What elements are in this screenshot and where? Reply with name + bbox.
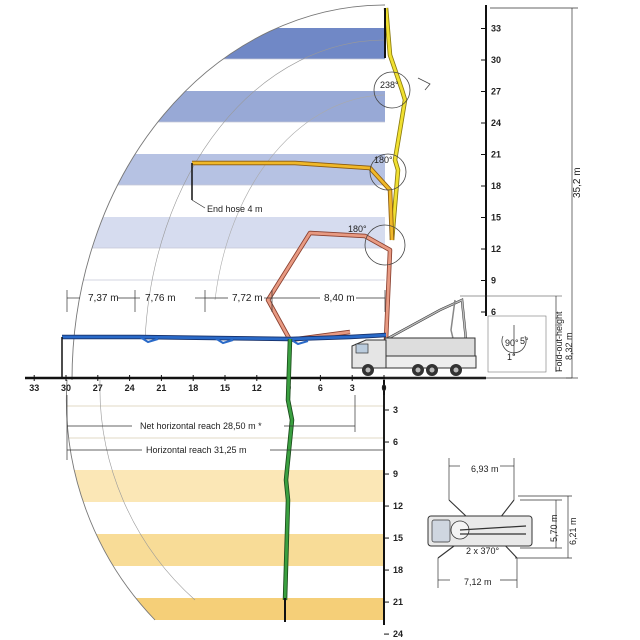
reach-tick-label: 6: [318, 383, 323, 393]
reach-segment-4: 8,40 m: [324, 293, 355, 304]
angle-5: 5°: [520, 336, 529, 346]
reach-tick-label: 33: [29, 383, 39, 393]
fold-out-height-dimension: Fold-out-height 8,32 m: [460, 295, 574, 372]
reach-tick-label: 27: [93, 383, 103, 393]
band-24-27: [72, 91, 385, 122]
depth-tick-label: 6: [393, 437, 398, 447]
net-horizontal-reach: Net horizontal reach 28,50 m *: [140, 421, 262, 431]
inner-reach-arc-2: [214, 94, 386, 301]
reach-dimensions: Net horizontal reach 28,50 m * Horizonta…: [66, 395, 385, 460]
depth-tick-label: 3: [393, 405, 398, 415]
reach-tick-label: 18: [188, 383, 198, 393]
angle-1: 1°: [507, 352, 516, 362]
reach-segment-2: 7,76 m: [145, 293, 176, 304]
height-tick-label: 9: [491, 276, 496, 286]
height-tick-label: 15: [491, 213, 501, 223]
height-tick-label: 18: [491, 181, 501, 191]
slew-angle: 2 x 370°: [466, 546, 500, 556]
horizontal-reach: Horizontal reach 31,25 m: [146, 445, 247, 455]
reach-tick-label: 0: [381, 383, 386, 393]
reach-tick-label: 24: [125, 383, 135, 393]
reach-tick-label: 3: [350, 383, 355, 393]
depth-axis-ticks: 3 6 9 12 15 18 21 24: [384, 405, 403, 639]
angle-markers: 238° 180° 180°: [348, 71, 431, 266]
angle-90: 90°: [505, 338, 519, 348]
outrigger-front-width: 6,93 m: [471, 464, 499, 474]
angle-238: 238°: [380, 80, 399, 90]
end-hose-callout: End hose 4 m: [191, 199, 263, 214]
depth-tick-label: 9: [393, 469, 398, 479]
boom-salmon-folded: [265, 230, 393, 343]
lower-envelope: 3 6 9 12 15 18 21 24: [65, 379, 403, 639]
height-tick-label: 33: [491, 24, 501, 34]
depth-tick-label: 18: [393, 565, 403, 575]
depth-tick-label: 15: [393, 533, 403, 543]
boom-orange-horizontal: [191, 160, 395, 241]
reach-tick-label: 21: [156, 383, 166, 393]
height-tick-label: 21: [491, 150, 501, 160]
upper-height-bands: [72, 28, 385, 281]
lower-inner-arc: [99, 379, 196, 601]
angle-180-lower: 180°: [348, 224, 367, 234]
reach-tick-label: 12: [252, 383, 262, 393]
truck-side-view: [351, 298, 477, 376]
band-12-15: [72, 217, 385, 248]
band-18-21: [72, 154, 385, 185]
band-depth-21-24: [66, 598, 386, 620]
outer-reach-arc: [71, 4, 386, 381]
total-height-value: 35,2 m: [572, 167, 583, 198]
lower-depth-bands: [66, 405, 386, 620]
tilt-angle-box: 90° 5° 1°: [487, 315, 547, 373]
total-height-dimension: 35,2 m: [490, 7, 583, 379]
outrigger-top-view: 6,93 m 7,12 m 2 x 370° 5,70 m 6,21 m: [427, 458, 578, 588]
reach-tick-label: 15: [220, 383, 230, 393]
lower-grid-lines: [66, 405, 386, 439]
band-depth-9-12: [66, 470, 386, 502]
height-tick-label: 6: [491, 307, 496, 317]
inner-reach-arc-1: [144, 39, 386, 341]
boom-yellow-vertical: [383, 7, 408, 241]
depth-tick-label: 21: [393, 597, 403, 607]
height-axis-ticks: 33 30 27 24 21 18 15 12 9 6: [481, 24, 501, 317]
height-tick-label: 12: [491, 244, 501, 254]
outrigger-length-inner: 5,70 m: [549, 514, 559, 542]
fold-out-height-label: Fold-out-height: [554, 311, 564, 372]
boom-blue-horizontal: [61, 332, 387, 378]
upper-envelope: 33 30 27 24 21 18 15 12 9 6: [71, 4, 501, 381]
reach-segments: 7,37 m 7,76 m 7,72 m 8,40 m: [66, 290, 386, 312]
fold-out-height-value: 8,32 m: [564, 332, 574, 360]
height-tick-label: 24: [491, 118, 501, 128]
height-tick-label: 30: [491, 55, 501, 65]
outrigger-length-outer: 6,21 m: [568, 517, 578, 545]
band-depth-15-18: [66, 534, 386, 566]
band-30-33: [72, 28, 385, 59]
depth-tick-label: 12: [393, 501, 403, 511]
reach-tick-label: 30: [61, 383, 71, 393]
height-tick-label: 27: [491, 87, 501, 97]
angle-180-upper: 180°: [374, 155, 393, 165]
outrigger-rear-width: 7,12 m: [464, 577, 492, 587]
depth-tick-label: 24: [393, 629, 403, 639]
reach-segment-1: 7,37 m: [88, 293, 119, 304]
reach-segment-3: 7,72 m: [232, 293, 263, 304]
end-hose-label: End hose 4 m: [207, 204, 263, 214]
